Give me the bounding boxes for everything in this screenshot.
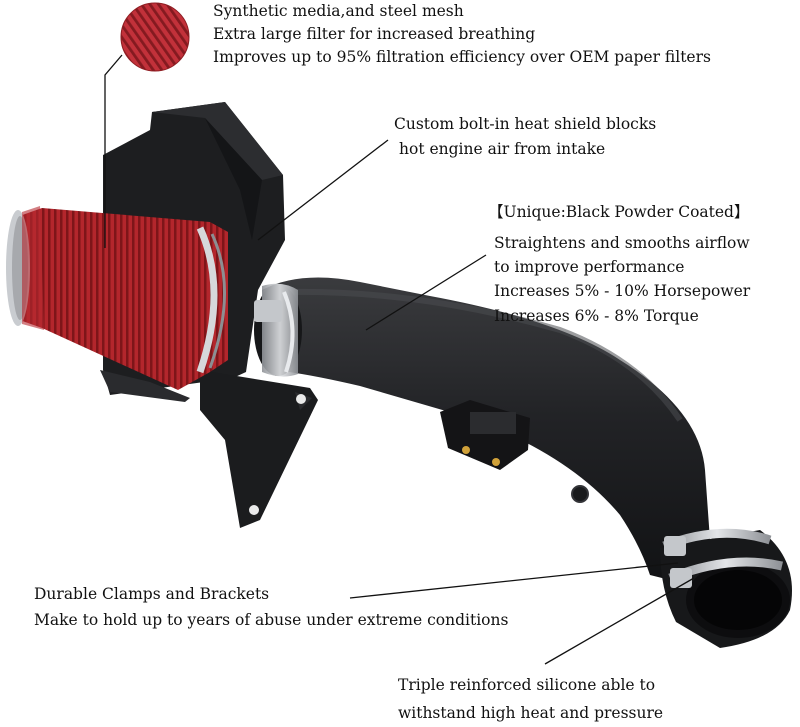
filter-media-line-1: Synthetic media,and steel mesh bbox=[213, 2, 464, 20]
air-filter bbox=[6, 206, 228, 390]
tube-line-2: to improve performance bbox=[494, 258, 685, 276]
silicone-line-2: withstand high heat and pressure bbox=[398, 704, 664, 722]
callout-lines bbox=[104, 54, 695, 665]
tube-line-3: Increases 5% - 10% Horsepower bbox=[494, 282, 751, 300]
tube-line-4: Increases 6% - 8% Torque bbox=[494, 307, 699, 325]
tube-heading: 【Unique:Black Powder Coated】 bbox=[488, 203, 750, 221]
silicone-coupler bbox=[660, 528, 792, 648]
clamps-line-2: Make to hold up to years of abuse under … bbox=[34, 611, 509, 629]
filter-media-swatch bbox=[120, 2, 190, 72]
clamps-line-1: Durable Clamps and Brackets bbox=[34, 585, 270, 603]
filter-media-line-2: Extra large filter for increased breathi… bbox=[213, 25, 536, 43]
heat-shield-line-1: Custom bolt-in heat shield blocks bbox=[394, 115, 657, 133]
heat-shield-line-2: hot engine air from intake bbox=[399, 140, 606, 158]
silicone-line-1: Triple reinforced silicone able to bbox=[398, 676, 656, 694]
tube-line-1: Straightens and smooths airflow bbox=[494, 234, 750, 252]
filter-media-line-3: Improves up to 95% filtration efficiency… bbox=[213, 48, 711, 66]
intake-tube bbox=[262, 277, 711, 585]
upper-clamp bbox=[254, 283, 302, 377]
